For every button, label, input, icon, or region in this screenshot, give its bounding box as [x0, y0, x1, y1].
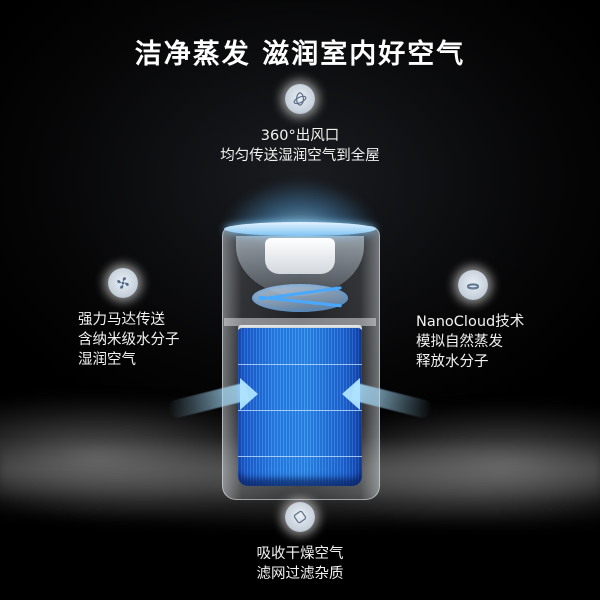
intake-arrowhead-right — [342, 378, 360, 410]
feature-nanocloud-line-1: NanoCloud技术 — [416, 314, 525, 330]
fan-blades — [252, 284, 348, 312]
filter-band — [238, 364, 362, 365]
feature-nanocloud-line-3: 释放水分子 — [416, 354, 489, 370]
feature-filter: 吸收干燥空气 滤网过滤杂质 — [200, 502, 400, 584]
feature-nanocloud: NanoCloud技术 模拟自然蒸发 释放水分子 — [416, 270, 576, 372]
water-tray — [224, 318, 376, 326]
filter-pad-icon — [285, 502, 315, 532]
filter-band — [238, 456, 362, 457]
air-outlet-swirl-icon — [285, 84, 315, 114]
feature-filter-line-2: 滤网过滤杂质 — [256, 566, 344, 582]
feature-outlet-line-1: 360°出风口 — [260, 128, 340, 144]
feature-nanocloud-line-2: 模拟自然蒸发 — [416, 334, 503, 350]
filter-band — [238, 410, 362, 411]
fan-icon — [108, 268, 138, 298]
feature-outlet-line-2: 均匀传送湿润空气到全屋 — [220, 148, 380, 164]
feature-motor-line-2: 含纳米级水分子 — [78, 332, 180, 348]
feature-outlet: 360°出风口 均匀传送湿润空气到全屋 — [150, 84, 450, 166]
blue-filter-cartridge — [238, 328, 362, 486]
intake-arrowhead-left — [240, 378, 258, 410]
nano-cloud-ring-icon — [458, 270, 488, 300]
feature-motor: 强力马达传送 含纳米级水分子 湿润空气 — [78, 268, 218, 370]
feature-motor-line-3: 湿润空气 — [78, 352, 136, 368]
outlet-rim — [224, 222, 376, 236]
feature-filter-line-1: 吸收干燥空气 — [256, 546, 344, 562]
feature-motor-line-1: 强力马达传送 — [78, 312, 165, 328]
motor-unit — [265, 238, 335, 274]
headline: 洁净蒸发 滋润室内好空气 — [134, 39, 466, 70]
